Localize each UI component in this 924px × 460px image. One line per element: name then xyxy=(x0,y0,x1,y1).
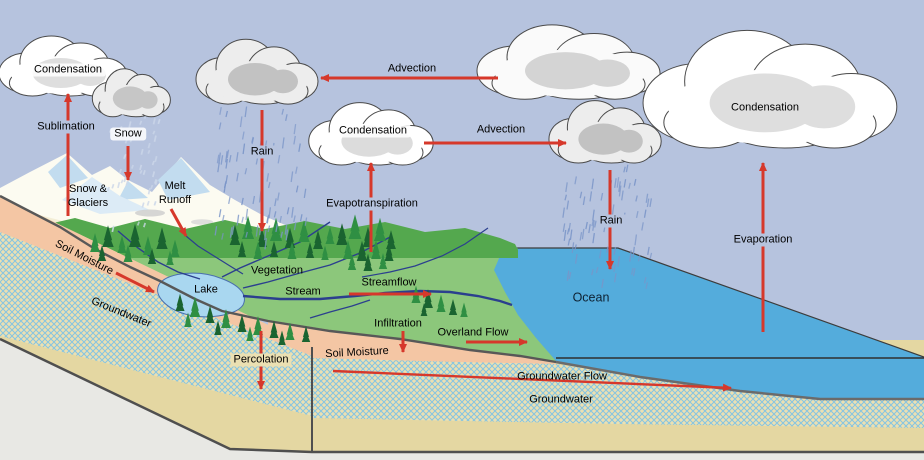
cloud xyxy=(548,100,662,164)
trees xyxy=(90,214,468,345)
groundwater-flow-arrow xyxy=(332,369,732,392)
ocean-water xyxy=(440,247,924,401)
cloud xyxy=(642,29,898,149)
soil-moisture-arrow xyxy=(115,271,155,294)
cloud xyxy=(195,38,319,105)
block-edges xyxy=(0,337,924,454)
soil-moisture-band-left xyxy=(0,196,312,356)
streams xyxy=(117,221,513,319)
cloud xyxy=(91,68,171,118)
cloud xyxy=(476,24,661,100)
groundwater-band-left xyxy=(0,230,312,416)
melt-runoff-arrow xyxy=(169,208,188,237)
left-cross-section xyxy=(0,196,312,453)
clouds xyxy=(0,24,898,166)
